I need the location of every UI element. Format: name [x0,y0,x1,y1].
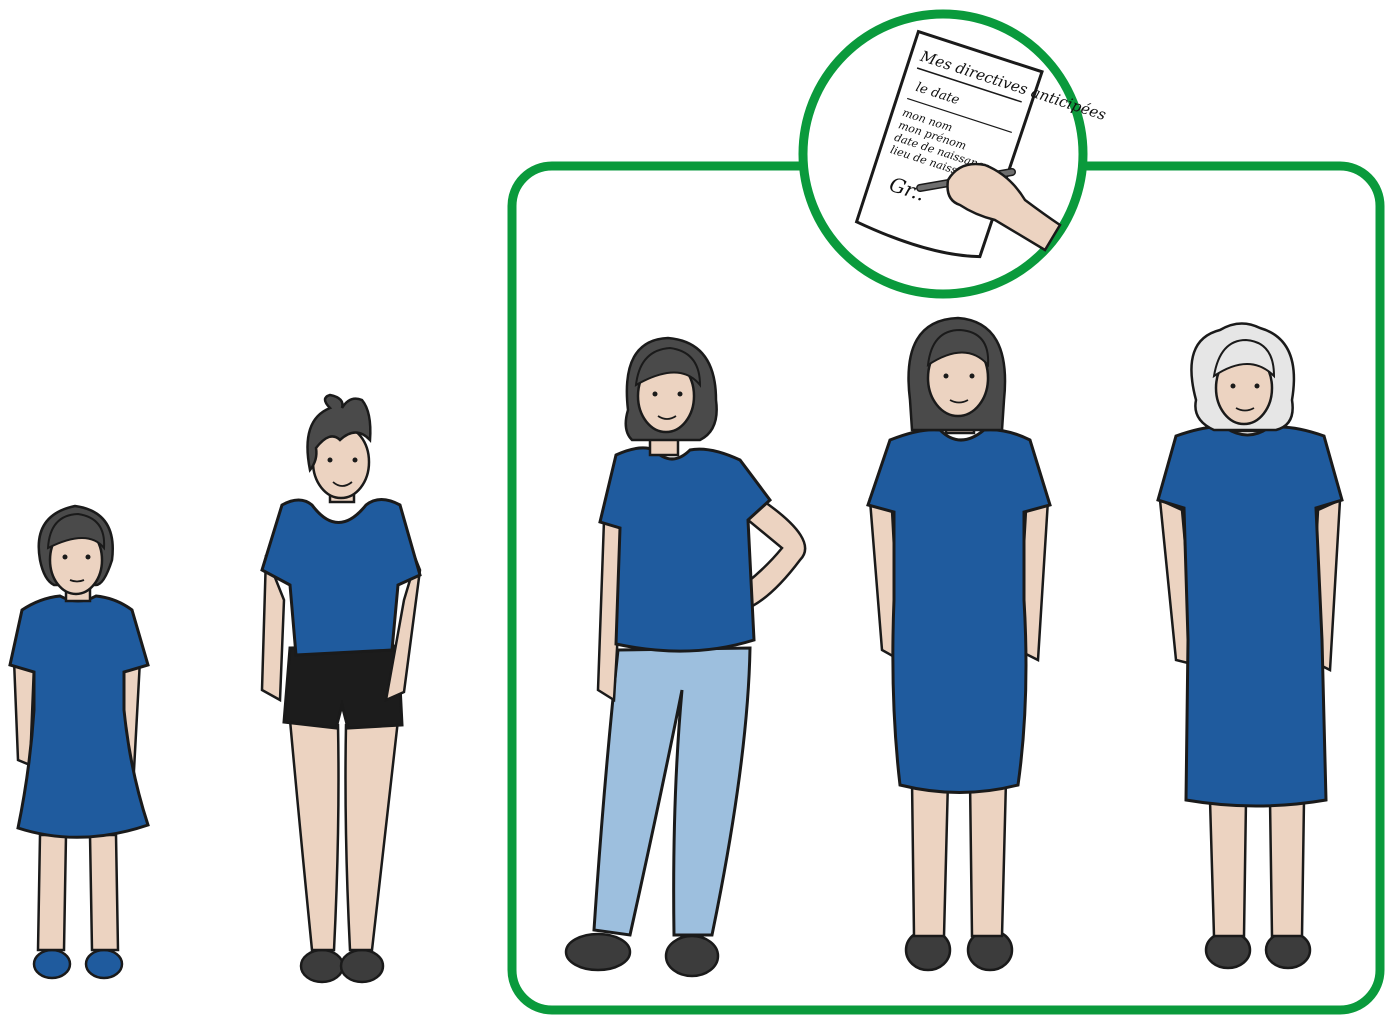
figure-elder [1158,323,1342,968]
figure-teen [262,395,420,982]
figure-young-adult [566,338,805,976]
figure-adult [868,318,1050,970]
document-badge: Mes directives anticipées le date mon no… [803,14,1113,294]
figure-child [10,506,148,978]
